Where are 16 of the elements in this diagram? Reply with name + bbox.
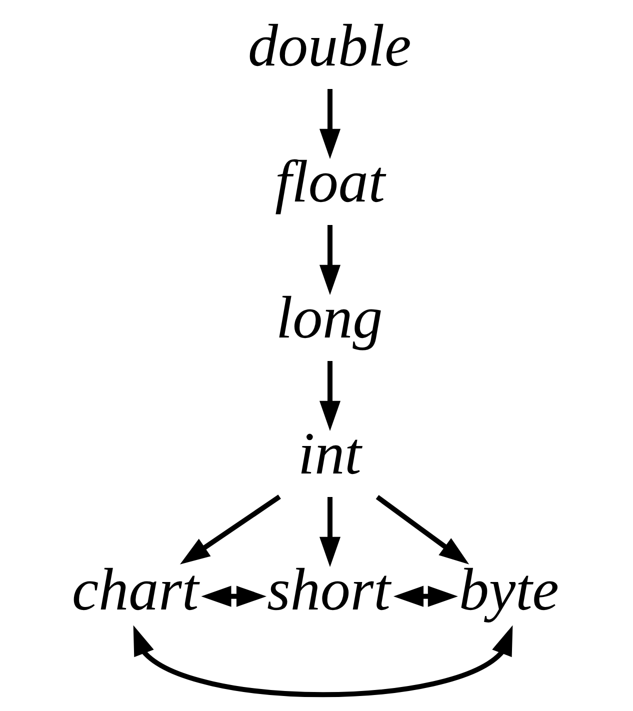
arrow <box>133 625 513 698</box>
arrow <box>180 494 281 564</box>
node-text: int <box>298 420 362 486</box>
node-text: double <box>248 12 412 78</box>
node-text: chart <box>72 556 199 622</box>
arrow <box>319 225 341 295</box>
node-text: short <box>267 556 390 622</box>
arrow <box>376 495 470 564</box>
arrow <box>319 497 341 567</box>
node-text: float <box>275 148 386 214</box>
arrow <box>319 361 341 431</box>
arrow <box>201 586 267 607</box>
node-text: long <box>276 284 383 350</box>
arrow <box>319 89 341 159</box>
node-text: byte <box>459 556 559 622</box>
arrow <box>393 586 458 607</box>
